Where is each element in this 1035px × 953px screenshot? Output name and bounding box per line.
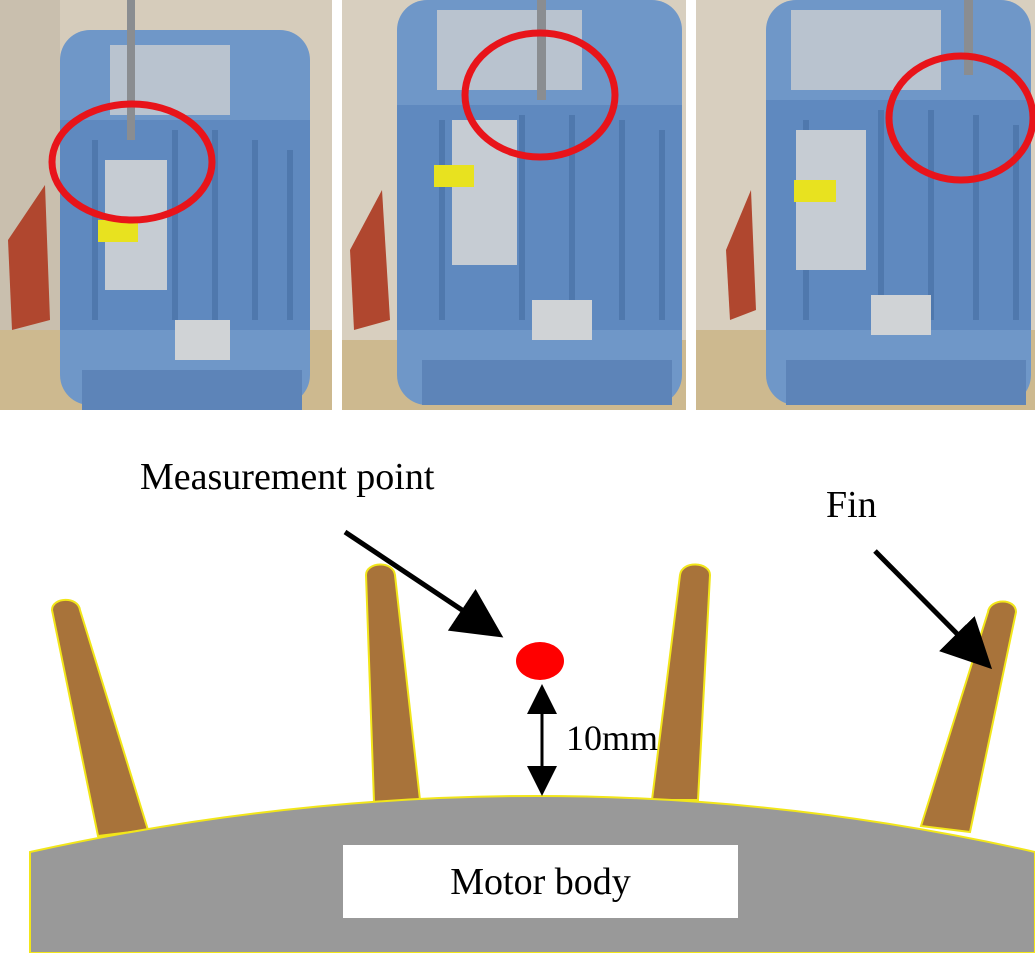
fin-arrow-icon: [873, 549, 993, 670]
distance-label: 10mm: [566, 718, 659, 758]
motor-photo-3: [696, 0, 1035, 410]
fin-2: [364, 563, 422, 804]
motor-photo-1: [0, 0, 332, 410]
fin-label: Fin: [826, 484, 877, 526]
motor-body-label-box: Motor body: [343, 845, 738, 918]
highlight-circle-icon: [461, 29, 619, 161]
highlight-circle-icon: [885, 52, 1035, 184]
motor-photo-2: [342, 0, 686, 410]
fin-4: [919, 600, 1018, 834]
motor-body-label: Motor body: [450, 860, 631, 903]
fin-1: [50, 598, 150, 838]
measurement-point-dot: [516, 642, 564, 680]
fin-group: [50, 563, 1018, 838]
measurement-arrow-icon: [343, 529, 504, 638]
fin-3: [650, 563, 712, 801]
highlight-circle-icon: [48, 100, 216, 224]
measurement-point-label: Measurement point: [140, 456, 435, 498]
